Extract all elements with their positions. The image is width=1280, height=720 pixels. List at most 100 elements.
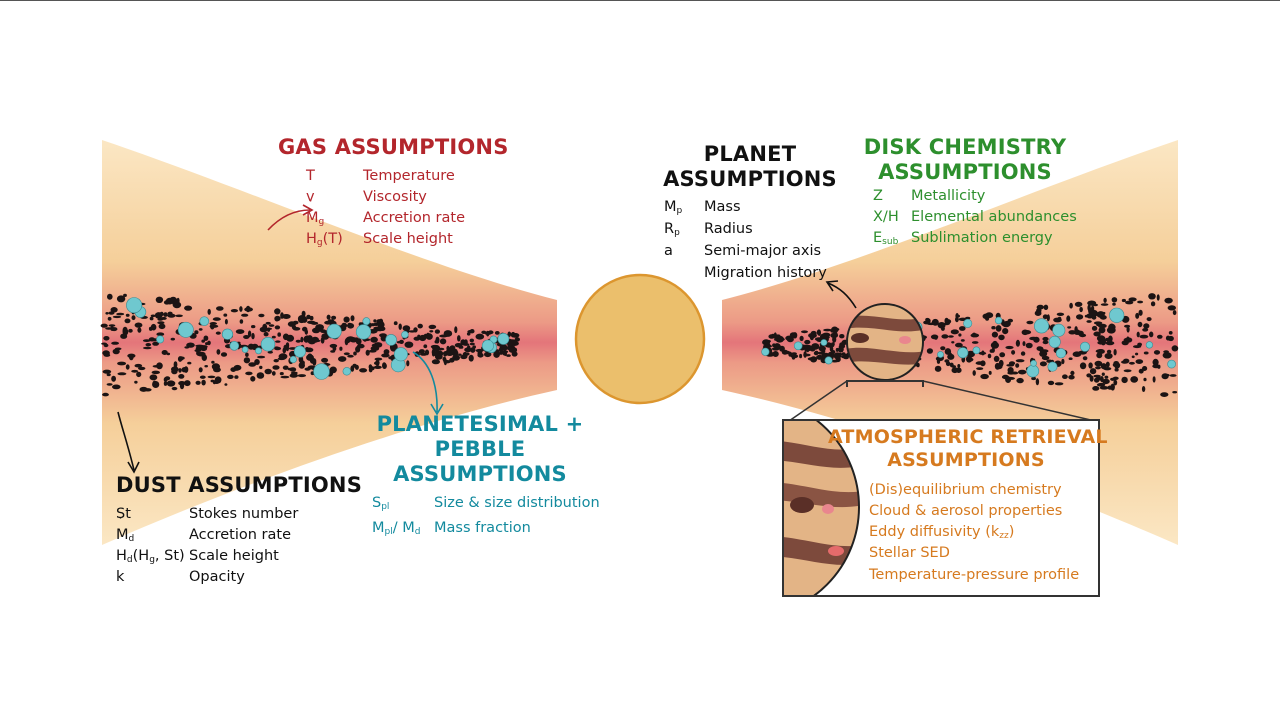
dust-grain (830, 359, 839, 363)
dust-grain (1054, 382, 1064, 386)
dust-grain (813, 351, 819, 356)
dust-grain (1092, 386, 1100, 391)
pebble (994, 316, 1003, 325)
pebble (497, 332, 510, 345)
planet-label-mass: Mass (704, 199, 741, 215)
dust-grain (1167, 305, 1177, 311)
dust-grain (1089, 375, 1094, 382)
dust-grain (402, 325, 411, 332)
dust-grain (1086, 320, 1092, 323)
dust-sym-scale-height: Hd(Hg, St) (116, 548, 185, 565)
dust-grain (841, 352, 846, 356)
dust-grain (443, 330, 453, 337)
dust-grain (772, 351, 779, 357)
dust-grain (1113, 349, 1117, 356)
dust-grain (1025, 342, 1033, 349)
gas-sym-temperature: T (306, 168, 315, 184)
dust-grain (778, 337, 785, 341)
dust-label-opacity: Opacity (189, 569, 245, 585)
dust-grain (136, 371, 142, 378)
dust-grain (107, 293, 113, 300)
dust-grain (163, 312, 168, 317)
dust-grain (1098, 323, 1107, 329)
dust-grain (923, 320, 930, 325)
gas-label-viscosity: Viscosity (363, 189, 427, 205)
dust-grain (207, 375, 216, 379)
dust-grain (178, 368, 182, 373)
dust-grain (234, 375, 239, 379)
dust-grain (374, 357, 383, 361)
dust-grain (955, 342, 963, 348)
dust-grain (475, 348, 484, 353)
dust-grain (992, 340, 998, 346)
dust-grain (1101, 372, 1105, 376)
dust-grain (432, 351, 439, 356)
atmosphere-item-eddy: Eddy diffusivity (kzz) (869, 524, 1015, 541)
dust-grain (329, 366, 337, 374)
planetesimal-sym-mass-fraction: Mpl/ Md (372, 520, 421, 537)
dust-grain (943, 322, 950, 326)
dust-grain (454, 343, 463, 348)
dust-grain (1112, 362, 1120, 368)
dust-grain (274, 325, 281, 330)
dust-grain (470, 347, 476, 353)
gas-sym-scale-height: Hg(T) (306, 231, 343, 248)
dust-grain (980, 360, 986, 367)
dust-grain (1138, 309, 1143, 316)
dust-grain (966, 350, 975, 358)
dust-grain (243, 357, 251, 364)
dust-grain (955, 367, 962, 374)
atmosphere-title-line2: ASSUMPTIONS (887, 449, 1045, 471)
dust-grain (820, 333, 826, 341)
dust-grain (267, 350, 273, 354)
dust-grain (1015, 359, 1025, 363)
planetesimal-label-size: Size & size distribution (434, 495, 600, 511)
dust-grain (429, 330, 434, 333)
dust-grain (216, 349, 221, 355)
dust-grain (988, 370, 992, 375)
dust-grain (828, 352, 832, 356)
dust-grain (123, 293, 127, 297)
pebble (260, 337, 276, 352)
dust-grain (398, 323, 402, 330)
dust-grain (464, 347, 472, 353)
dust-grain (1172, 391, 1178, 394)
dust-grain (464, 352, 470, 356)
dust-grain (458, 353, 462, 356)
dust-grain (510, 331, 516, 338)
dust-grain (803, 351, 807, 358)
pebble (824, 356, 833, 365)
dust-grain (300, 336, 304, 343)
dust-grain (1016, 377, 1024, 384)
dust-grain (156, 332, 165, 337)
dust-grain (370, 336, 378, 343)
dust-grain (1039, 346, 1044, 353)
dust-grain (949, 362, 954, 367)
dust-grain (116, 312, 125, 316)
dust-grain (1029, 336, 1038, 341)
dust-grain (210, 379, 215, 383)
dust-grain (393, 321, 398, 326)
dust-grain (1093, 331, 1101, 337)
dust-grain (203, 335, 209, 341)
dust-grain (295, 339, 301, 343)
dust-grain (428, 324, 437, 329)
dust-grain (111, 341, 119, 345)
dust-grain (959, 326, 966, 331)
planet-sym-semi-major-axis: a (664, 243, 673, 259)
pebble (229, 340, 240, 351)
dust-grain (129, 353, 134, 361)
dust-grain (1042, 340, 1049, 345)
dust-grain (1022, 330, 1032, 335)
dust-grain (251, 332, 255, 340)
dust-grain (506, 354, 511, 357)
pebble (1048, 335, 1061, 348)
dust-grain (282, 365, 289, 370)
dust-grain (1168, 331, 1173, 335)
dust-grain (368, 349, 377, 353)
arrow-planet (825, 280, 857, 309)
dust-grain (198, 367, 203, 373)
dust-grain (1149, 331, 1154, 338)
dust-grain (125, 313, 130, 317)
dust-grain (178, 374, 185, 379)
